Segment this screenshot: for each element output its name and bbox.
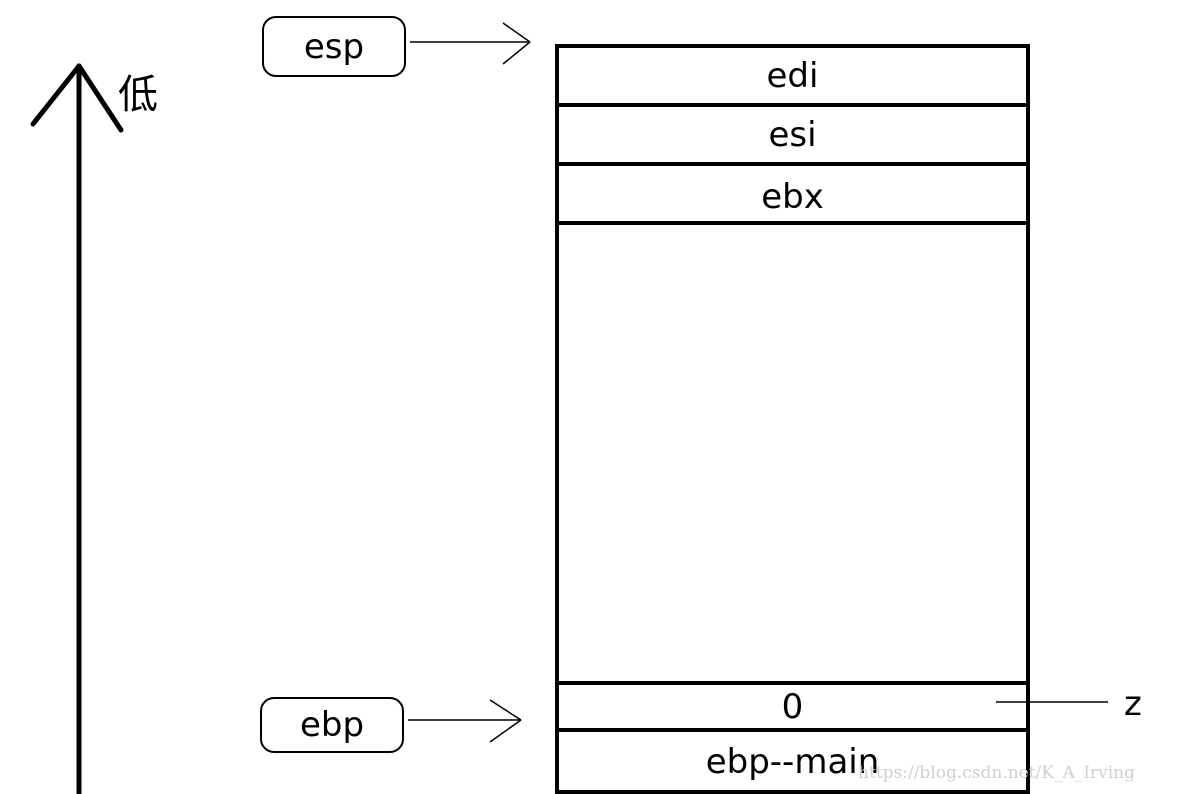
stack-divider: [559, 162, 1026, 166]
stack-cell-empty: [559, 225, 1026, 681]
axis-label-low: 低: [118, 72, 158, 118]
stack-cell-z-value: 0: [559, 685, 1026, 729]
stack-cell-esi: esi: [559, 107, 1026, 163]
stack-divider: [559, 728, 1026, 732]
stack-cell-label: ebp--main: [705, 742, 880, 782]
stack-cell-label: ebx: [761, 177, 824, 217]
ebp-register-box: ebp: [260, 697, 404, 753]
ebp-register-label: ebp: [299, 705, 365, 745]
stack-divider: [559, 103, 1026, 107]
stack-divider: [559, 221, 1026, 225]
stack-divider: [559, 790, 1026, 794]
stack-cell-ebp-main: ebp--main: [559, 732, 1026, 792]
stack-cell-edi: edi: [559, 48, 1026, 104]
stack-divider: [559, 681, 1026, 685]
stack-frame: edi esi ebx 0 ebp--main: [555, 44, 1030, 794]
watermark-url: https://blog.csdn.net/K_A_Irving: [858, 763, 1135, 783]
stack-cell-label: esi: [768, 115, 817, 155]
esp-register-box: esp: [262, 16, 406, 77]
address-axis-arrow: [30, 63, 124, 794]
stack-cell-label: edi: [766, 56, 819, 96]
esp-pointer-arrow: [410, 22, 531, 65]
z-variable-label: z: [1124, 684, 1142, 724]
stack-cell-label: 0: [781, 687, 804, 727]
esp-register-label: esp: [303, 26, 365, 67]
ebp-pointer-arrow: [408, 699, 522, 743]
stack-cell-ebx: ebx: [559, 166, 1026, 228]
